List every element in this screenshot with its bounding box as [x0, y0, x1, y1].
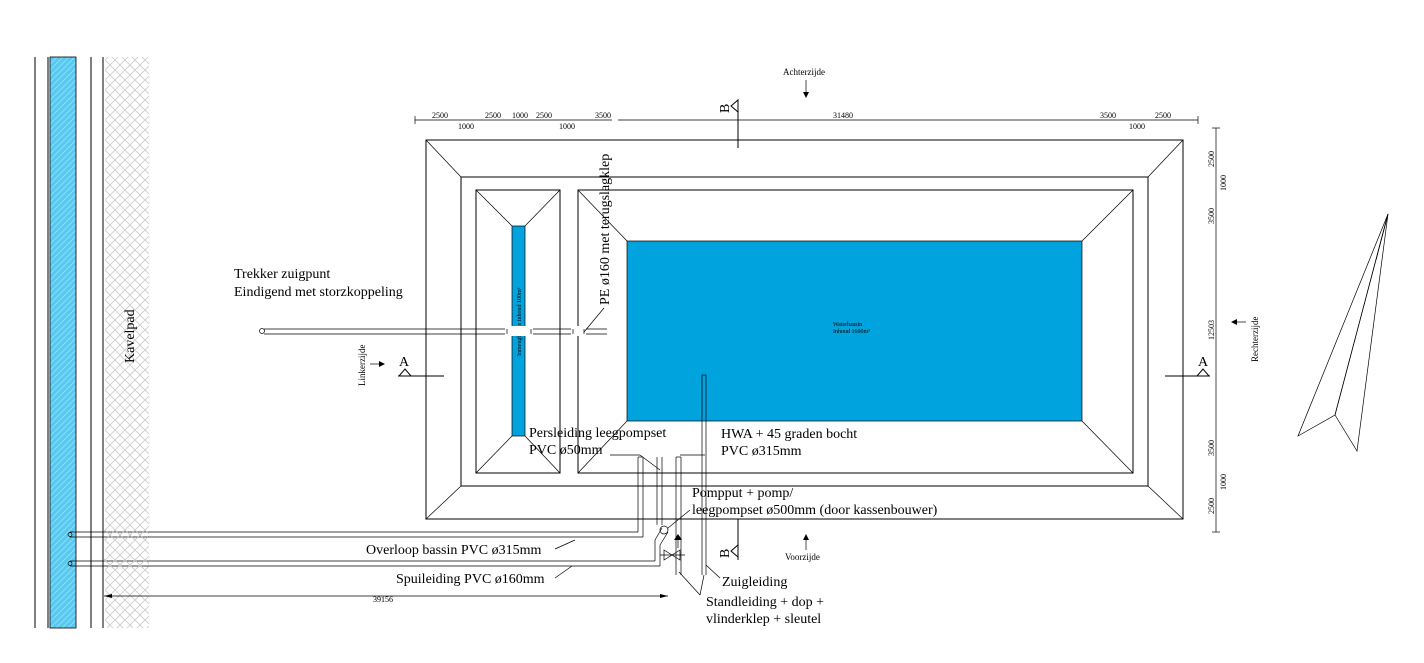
- voorzijde-label: Voorzijde: [785, 552, 820, 562]
- linkerzijde-label: Linkerzijde: [357, 345, 367, 386]
- dim-right-f: 2500: [1207, 498, 1216, 514]
- spuileiding-label: Spuileiding PVC ø160mm: [396, 572, 545, 587]
- dim-right-e: 1000: [1219, 474, 1228, 490]
- dim-right-c: 3500: [1207, 208, 1216, 224]
- main-basin-water: [626, 240, 1083, 422]
- achterzijde-label: Achterzijde: [783, 67, 825, 77]
- mixing-basin-label: Inmengbassin inhoud 100m³: [517, 287, 523, 356]
- section-a-left: A: [399, 355, 410, 370]
- dim-right-d: 3500: [1207, 440, 1216, 456]
- overloop-label: Overloop bassin PVC ø315mm: [366, 543, 542, 558]
- trekker-label-1: Trekker zuigpunt: [234, 267, 330, 282]
- dim-top-e: 3500: [595, 111, 611, 120]
- pompput-label-2: leegpompset ø500mm (door kassenbouwer): [692, 503, 938, 518]
- leader-lines: [554, 454, 721, 596]
- dim-top-sub3: 1000: [1129, 122, 1145, 131]
- dim-top-a: 2500: [432, 111, 448, 120]
- dim-top-sub2: 1000: [559, 122, 575, 131]
- dim-top-b: 2500: [485, 111, 501, 120]
- section-a-right: A: [1198, 355, 1209, 370]
- dim-top-total: 31480: [833, 111, 853, 120]
- rechterzijde-label: Rechterzijde: [1250, 317, 1260, 362]
- right-dimensions: 2500 1000 3500 12503 3500 1000 2500: [1207, 127, 1228, 533]
- kavelpad-label: Kavelpad: [123, 309, 138, 363]
- orientation-labels: Achterzijde Voorzijde Linkerzijde Rechte…: [357, 67, 1260, 562]
- section-b-bottom: B: [718, 549, 733, 558]
- pompput-label-1: Pompput + pomp/: [692, 486, 793, 501]
- dim-bottom-total: 39156: [373, 595, 393, 604]
- section-markers: B B A A: [397, 98, 1211, 560]
- dim-right-total: 12503: [1207, 320, 1216, 340]
- dim-top-sub1: 1000: [458, 122, 474, 131]
- pe-klep-label: PE ø160 met terugslagklep: [598, 154, 613, 305]
- bottom-dimension: 39156: [104, 594, 668, 604]
- main-basin-label-2: Inhoud 1600m³: [833, 329, 870, 335]
- basin-structure: Inmengbassin inhoud 100m³ Waterbassin In…: [425, 139, 1184, 520]
- pipes: [67, 307, 707, 575]
- hwa-label-2: PVC ø315mm: [721, 444, 802, 459]
- trekker-label-2: Eindigend met storzkoppeling: [234, 285, 403, 300]
- dim-right-b: 1000: [1219, 175, 1228, 191]
- persleiding-label-1: Persleiding leegpompset: [529, 426, 666, 441]
- canal: [34, 56, 104, 629]
- dim-top-c: 1000: [512, 111, 528, 120]
- dim-right-a: 2500: [1207, 151, 1216, 167]
- section-b-top: B: [718, 104, 733, 113]
- main-basin-label-1: Waterbassin: [833, 322, 862, 328]
- dim-top-f: 3500: [1100, 111, 1116, 120]
- standleiding-label-2: vlinderklep + sleutel: [706, 612, 821, 627]
- top-dimensions: 2500 2500 1000 2500 3500 31480 3500 2500…: [414, 111, 1199, 131]
- north-arrow: [1297, 213, 1389, 453]
- kavelpad-strip: Kavelpad: [105, 57, 149, 628]
- dim-top-d: 2500: [536, 111, 552, 120]
- standleiding-label-1: Standleiding + dop +: [706, 595, 824, 610]
- persleiding-label-2: PVC ø50mm: [529, 443, 603, 458]
- zuigleiding-label: Zuigleiding: [722, 575, 787, 590]
- dim-top-g: 2500: [1155, 111, 1171, 120]
- annotations: Trekker zuigpunt Eindigend met storzkopp…: [234, 154, 938, 627]
- hwa-label-1: HWA + 45 graden bocht: [721, 427, 857, 442]
